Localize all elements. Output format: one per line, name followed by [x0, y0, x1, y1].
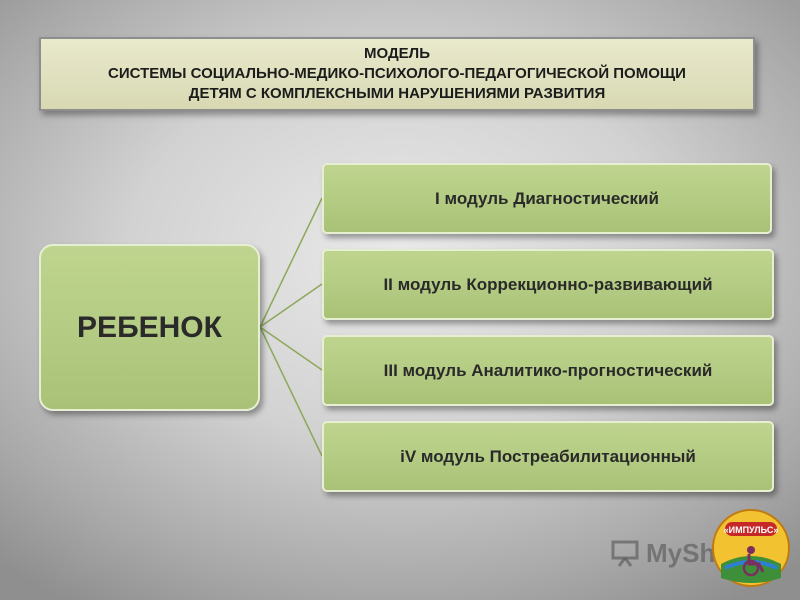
connector-module-2	[259, 283, 323, 328]
module-label-1: I модуль Диагностический	[435, 188, 659, 208]
connector-module-3	[259, 326, 323, 371]
connector-module-1	[259, 197, 323, 328]
module-label-3: III модуль Аналитико-прогностический	[383, 360, 713, 380]
module-label-4: iV модуль Постреабилитационный	[400, 446, 696, 466]
presentation-screen-icon	[611, 540, 639, 567]
title-line-2: СИСТЕМЫ СОЦИАЛЬНО-МЕДИКО-ПСИХОЛОГО-ПЕДАГ…	[108, 65, 686, 82]
module-label-2: II модуль Коррекционно-развивающий	[383, 274, 713, 294]
module-node-3: III модуль Аналитико-прогностический	[322, 335, 774, 406]
root-node-child: РЕБЕНОК	[39, 244, 260, 411]
root-node-label: РЕБЕНОК	[77, 310, 222, 344]
wheelchair-icon	[742, 546, 765, 577]
impuls-logo: «ИМПУЛЬС»	[711, 508, 791, 588]
title-line-1: МОДЕЛЬ	[364, 45, 430, 62]
connector-module-4	[259, 326, 323, 457]
title-line-3: ДЕТЯМ С КОМПЛЕКСНЫМИ НАРУШЕНИЯМИ РАЗВИТИ…	[188, 85, 606, 102]
module-node-2: II модуль Коррекционно-развивающий	[322, 249, 774, 320]
logo-text: «ИМПУЛЬС»	[724, 525, 779, 535]
module-node-4: iV модуль Постреабилитационный	[322, 421, 774, 492]
diagram-title: МОДЕЛЬ СИСТЕМЫ СОЦИАЛЬНО-МЕДИКО-ПСИХОЛОГ…	[39, 37, 755, 111]
module-node-1: I модуль Диагностический	[322, 163, 772, 234]
